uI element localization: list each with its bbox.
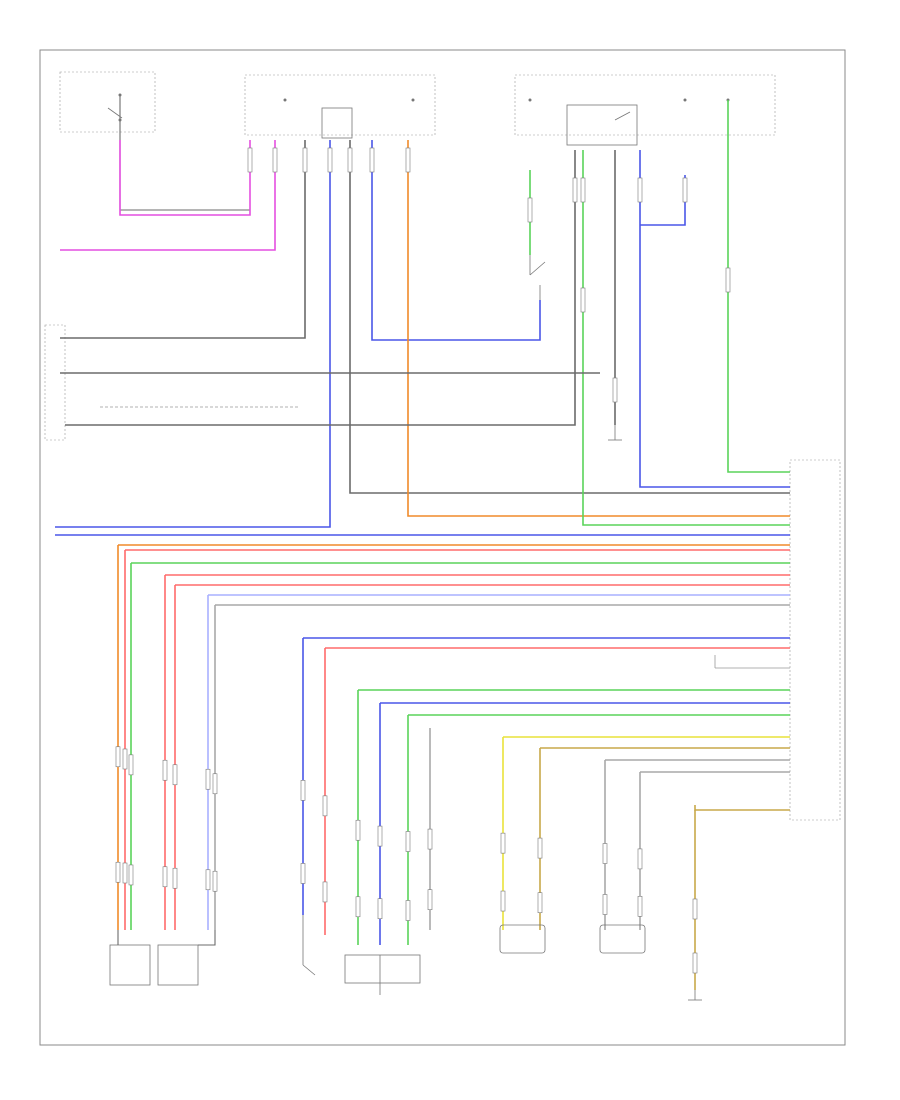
connector-marker-16-1 xyxy=(637,895,643,917)
connector-marker-6-0 xyxy=(212,773,218,795)
wire-blue-stop xyxy=(371,140,541,341)
wire-blue-main xyxy=(55,140,331,528)
top-connector-marker-1 xyxy=(272,147,278,173)
connector-marker-10-0 xyxy=(377,825,383,847)
wire-black-relay xyxy=(65,150,576,426)
top-connector-marker-13 xyxy=(725,267,731,293)
wire-pink-fuse xyxy=(119,140,251,216)
connector-marker-8-0 xyxy=(322,795,328,817)
wires-layer xyxy=(55,100,790,811)
connector-marker-17-1 xyxy=(692,952,698,974)
wire-pink-ecm-left xyxy=(60,140,276,251)
connector-marker-5-1 xyxy=(205,869,211,891)
connector-marker-4-0 xyxy=(172,764,178,786)
wire-blue-relay-2 xyxy=(640,175,686,226)
camshaft-position-sensor xyxy=(599,924,646,954)
top-connector-marker-2 xyxy=(302,147,308,173)
wire-black-1 xyxy=(60,140,306,339)
connector-marker-1-0 xyxy=(122,748,128,770)
top-connector-marker-8 xyxy=(572,177,578,203)
diagram-frame xyxy=(39,49,846,1046)
connector-marker-1-1 xyxy=(122,862,128,884)
ground-relay xyxy=(608,425,622,441)
ecm-connector-right xyxy=(695,459,841,821)
connectors-layer xyxy=(115,147,731,974)
connector-marker-3-1 xyxy=(162,866,168,888)
connector-marker-9-0 xyxy=(355,819,361,841)
connector-marker-15-0 xyxy=(602,843,608,864)
stop-lamp-switch xyxy=(529,255,546,300)
wire-olive-2 xyxy=(694,805,790,811)
wire-green-right xyxy=(727,100,790,473)
connector-marker-16-0 xyxy=(637,848,643,870)
wire-black-2 xyxy=(349,140,790,494)
top-connector-marker-4 xyxy=(347,147,353,173)
connector-marker-11-0 xyxy=(405,831,411,852)
connector-marker-0-1 xyxy=(115,861,121,883)
ground-bottom-right xyxy=(688,990,702,1001)
connector-marker-2-1 xyxy=(128,864,134,886)
connector-marker-12-1 xyxy=(427,889,433,911)
top-connector-marker-9 xyxy=(637,177,643,203)
relay-box-top-center xyxy=(244,74,436,139)
connector-marker-7-1 xyxy=(300,863,306,884)
connector-marker-14-1 xyxy=(537,892,543,914)
connector-marker-13-1 xyxy=(500,890,506,912)
top-connector-marker-11 xyxy=(527,197,533,223)
wire-green-relay xyxy=(582,150,790,526)
fuse-box-top-left xyxy=(59,71,250,211)
wire-orange xyxy=(407,140,790,517)
top-connector-marker-6 xyxy=(405,147,411,173)
top-connector-marker-14 xyxy=(612,377,618,403)
connector-marker-9-1 xyxy=(355,896,361,918)
top-connector-marker-12 xyxy=(580,287,586,313)
accelerator-pedal-sensor xyxy=(109,930,216,986)
connector-marker-0-0 xyxy=(115,746,121,768)
connector-marker-6-1 xyxy=(212,870,218,892)
relay-box-top-right xyxy=(514,74,776,146)
connector-marker-17-0 xyxy=(692,898,698,920)
connector-marker-3-0 xyxy=(162,759,168,781)
crankshaft-position-sensor xyxy=(499,924,546,954)
connector-marker-2-0 xyxy=(128,754,134,776)
top-connector-marker-3 xyxy=(327,147,333,173)
vertical-wires-layer xyxy=(117,545,696,990)
top-connector-marker-10 xyxy=(682,177,688,203)
connector-marker-14-0 xyxy=(537,837,543,859)
connector-marker-10-1 xyxy=(377,898,383,920)
connector-marker-7-0 xyxy=(300,780,306,801)
connector-marker-4-1 xyxy=(172,867,178,889)
ecm-connector-left xyxy=(44,324,300,441)
throttle-body-assembly xyxy=(302,915,421,995)
top-connector-marker-5 xyxy=(369,147,375,173)
connector-marker-12-0 xyxy=(427,828,433,850)
wire-blue-relay xyxy=(639,150,790,488)
connector-marker-8-1 xyxy=(322,881,328,903)
connector-marker-11-1 xyxy=(405,900,411,921)
connector-marker-13-0 xyxy=(500,832,506,854)
connector-marker-5-0 xyxy=(205,768,211,790)
connector-marker-15-1 xyxy=(602,894,608,915)
top-connector-marker-7 xyxy=(580,177,586,203)
top-connector-marker-0 xyxy=(247,147,253,173)
